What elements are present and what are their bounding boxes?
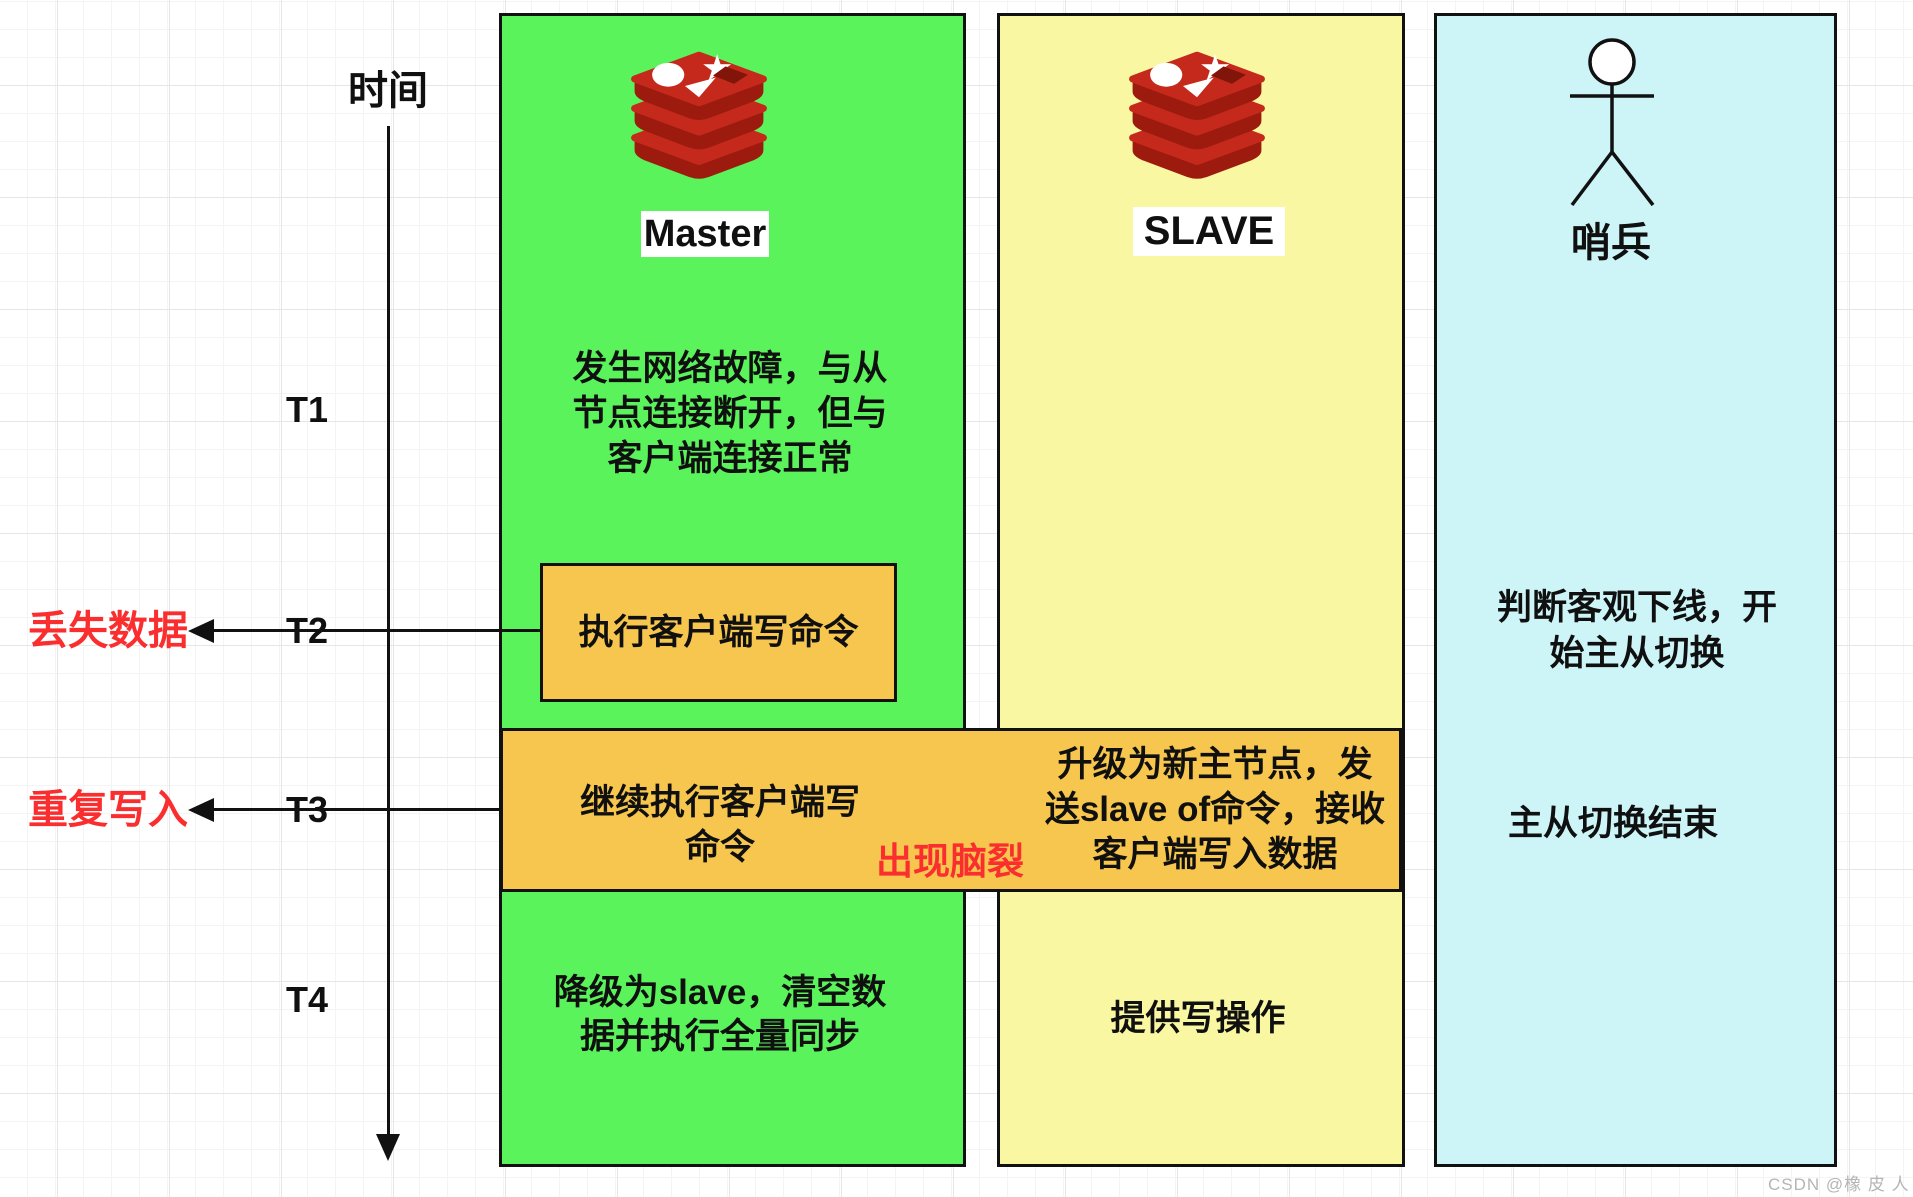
arrow-t3-line (202, 808, 502, 811)
watermark: CSDN @橡 皮 人 (1768, 1175, 1910, 1194)
sentinel-title: 哨兵 (1571, 221, 1651, 265)
master-t2-box: 执行客户端写命令 (540, 563, 897, 702)
arrow-t2-line (202, 629, 540, 632)
redis-slave-icon: ★ (1129, 50, 1265, 179)
slave-title: SLAVE (1133, 207, 1285, 256)
slave-t3-text: 升级为新主节点，发 送slave of命令，接收 客户端写入数据 (1044, 745, 1386, 874)
master-title: Master (641, 211, 769, 257)
redis-master-icon: ★ (631, 50, 767, 179)
slave-column (997, 13, 1405, 1167)
sentinel-column (1434, 13, 1837, 1167)
tick-t1: T1 (285, 389, 328, 430)
master-t4-text: 降级为slave，清空数 据并执行全量同步 (553, 973, 887, 1056)
sentinel-t3-text: 主从切换结束 (1507, 804, 1718, 843)
arrow-t3-head-icon (188, 798, 214, 822)
tick-t4: T4 (285, 979, 328, 1020)
sentinel-t2-text: 判断客观下线，开 始主从切换 (1496, 588, 1777, 673)
lose-data-label: 丢失数据 (28, 609, 188, 653)
split-brain-band (500, 728, 1402, 892)
time-axis-arrowhead-icon (376, 1134, 400, 1161)
slave-t4-text: 提供写操作 (1110, 999, 1286, 1038)
person-icon (1570, 38, 1655, 207)
master-t3-text: 继续执行客户端写 命令 (579, 783, 860, 867)
master-t1-text: 发生网络故障，与从 节点连接断开，但与 客户端连接正常 (572, 349, 888, 478)
time-axis-label: 时间 (348, 69, 428, 113)
split-brain-label: 出现脑裂 (876, 841, 1024, 882)
master-t2-box-text: 执行客户端写命令 (578, 613, 859, 652)
duplicate-write-label: 重复写入 (28, 788, 188, 832)
arrow-t2-head-icon (188, 619, 214, 643)
